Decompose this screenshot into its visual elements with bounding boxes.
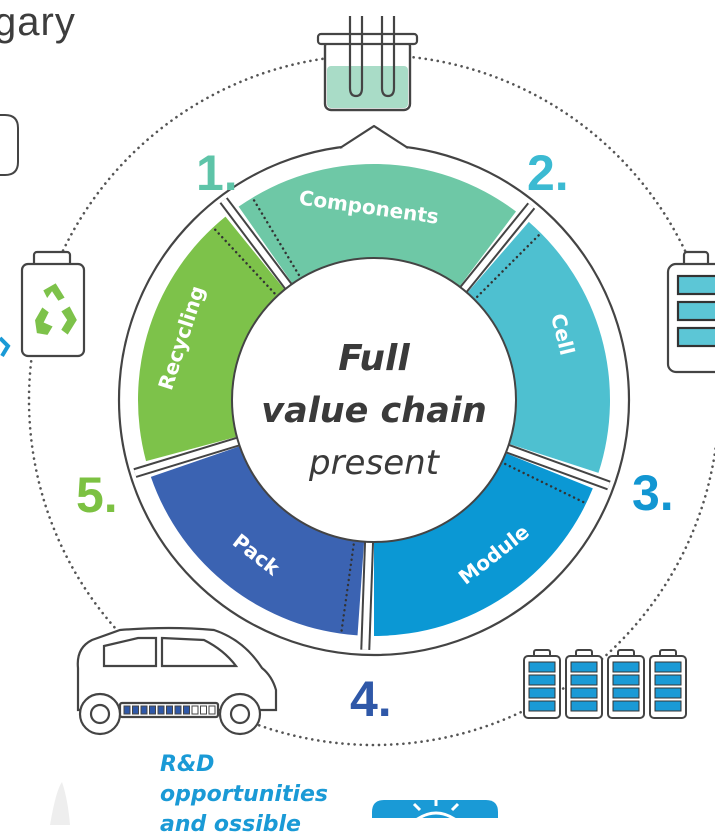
pack-battery-cell xyxy=(570,700,598,712)
pack-battery-cell xyxy=(570,674,598,686)
header-title-fragment: gary xyxy=(0,0,76,44)
gap-5 xyxy=(221,198,294,292)
step-number-5: 5. xyxy=(76,467,118,523)
battery-icon xyxy=(666,250,715,374)
battery-pack-icon xyxy=(523,649,687,719)
pack-battery-cell xyxy=(612,687,640,699)
car-battery-cell xyxy=(183,705,190,715)
rd-line2: opportunities xyxy=(160,782,329,807)
lightbulb-icon xyxy=(372,798,498,818)
car-battery-cell xyxy=(191,705,199,715)
car-battery-cell xyxy=(166,705,173,715)
beaker-icon xyxy=(316,16,419,112)
pack-battery-cell xyxy=(528,700,556,712)
car-battery-cell xyxy=(132,705,139,715)
center-line1: Full xyxy=(338,338,410,379)
segment-gap-group xyxy=(133,197,611,651)
pack-battery-cell xyxy=(654,700,682,712)
step-number-2: 2. xyxy=(527,145,569,201)
car-battery-cell xyxy=(149,705,156,715)
pack-battery-cell xyxy=(528,661,556,673)
rd-line3: and ossible xyxy=(160,812,301,837)
segment-3 xyxy=(374,453,593,636)
dotted-line-1 xyxy=(252,198,301,277)
segment-ring-group xyxy=(138,164,610,636)
car-battery-cell xyxy=(123,705,131,715)
center-line2: value chain xyxy=(261,391,486,431)
step-number-3: 3. xyxy=(632,465,674,521)
gap-1 xyxy=(458,203,534,295)
center-hub xyxy=(231,257,517,543)
step-number-4: 4. xyxy=(350,671,392,727)
rd-line1: R&D xyxy=(160,752,215,777)
car-battery-cell xyxy=(208,705,216,715)
step-number-1: 1. xyxy=(196,145,238,201)
gap-2 xyxy=(502,444,610,489)
pack-battery-cell xyxy=(654,661,682,673)
pack-battery-cell xyxy=(612,700,640,712)
pack-battery-cell xyxy=(654,687,682,699)
segment-4 xyxy=(150,446,365,636)
car-battery-cell xyxy=(174,705,182,715)
gear-tab-top xyxy=(339,124,409,149)
partial-box-frame xyxy=(0,114,19,176)
segment-2 xyxy=(467,221,610,473)
dotted-line-5 xyxy=(213,227,276,295)
pack-battery-cell xyxy=(528,674,556,686)
car-battery-cell xyxy=(200,705,207,715)
segment-1 xyxy=(238,164,517,287)
pack-battery-cell xyxy=(612,674,640,686)
decorative-shape xyxy=(50,782,70,825)
pack-battery-cell xyxy=(612,661,640,673)
car-battery-cell xyxy=(157,705,165,715)
recycle-battery-icon xyxy=(0,250,86,358)
gap-3 xyxy=(362,537,373,650)
gap-4 xyxy=(134,437,243,476)
pack-battery-cell xyxy=(528,687,556,699)
outer-dotted-ring xyxy=(27,53,715,747)
center-line3: present xyxy=(308,443,441,483)
electric-car-icon xyxy=(76,626,278,736)
dotted-line-3 xyxy=(504,462,586,504)
segment-5 xyxy=(138,216,285,462)
dotted-line-2 xyxy=(476,233,541,298)
rd-opportunities-text: R&D opportunities and ossible xyxy=(160,750,328,840)
segment-dotted-lines xyxy=(213,198,586,633)
pack-battery-cell xyxy=(654,674,682,686)
dotted-line-4 xyxy=(340,543,355,633)
pack-battery-cell xyxy=(570,661,598,673)
pack-battery-cell xyxy=(570,687,598,699)
car-battery-cell xyxy=(140,705,148,715)
